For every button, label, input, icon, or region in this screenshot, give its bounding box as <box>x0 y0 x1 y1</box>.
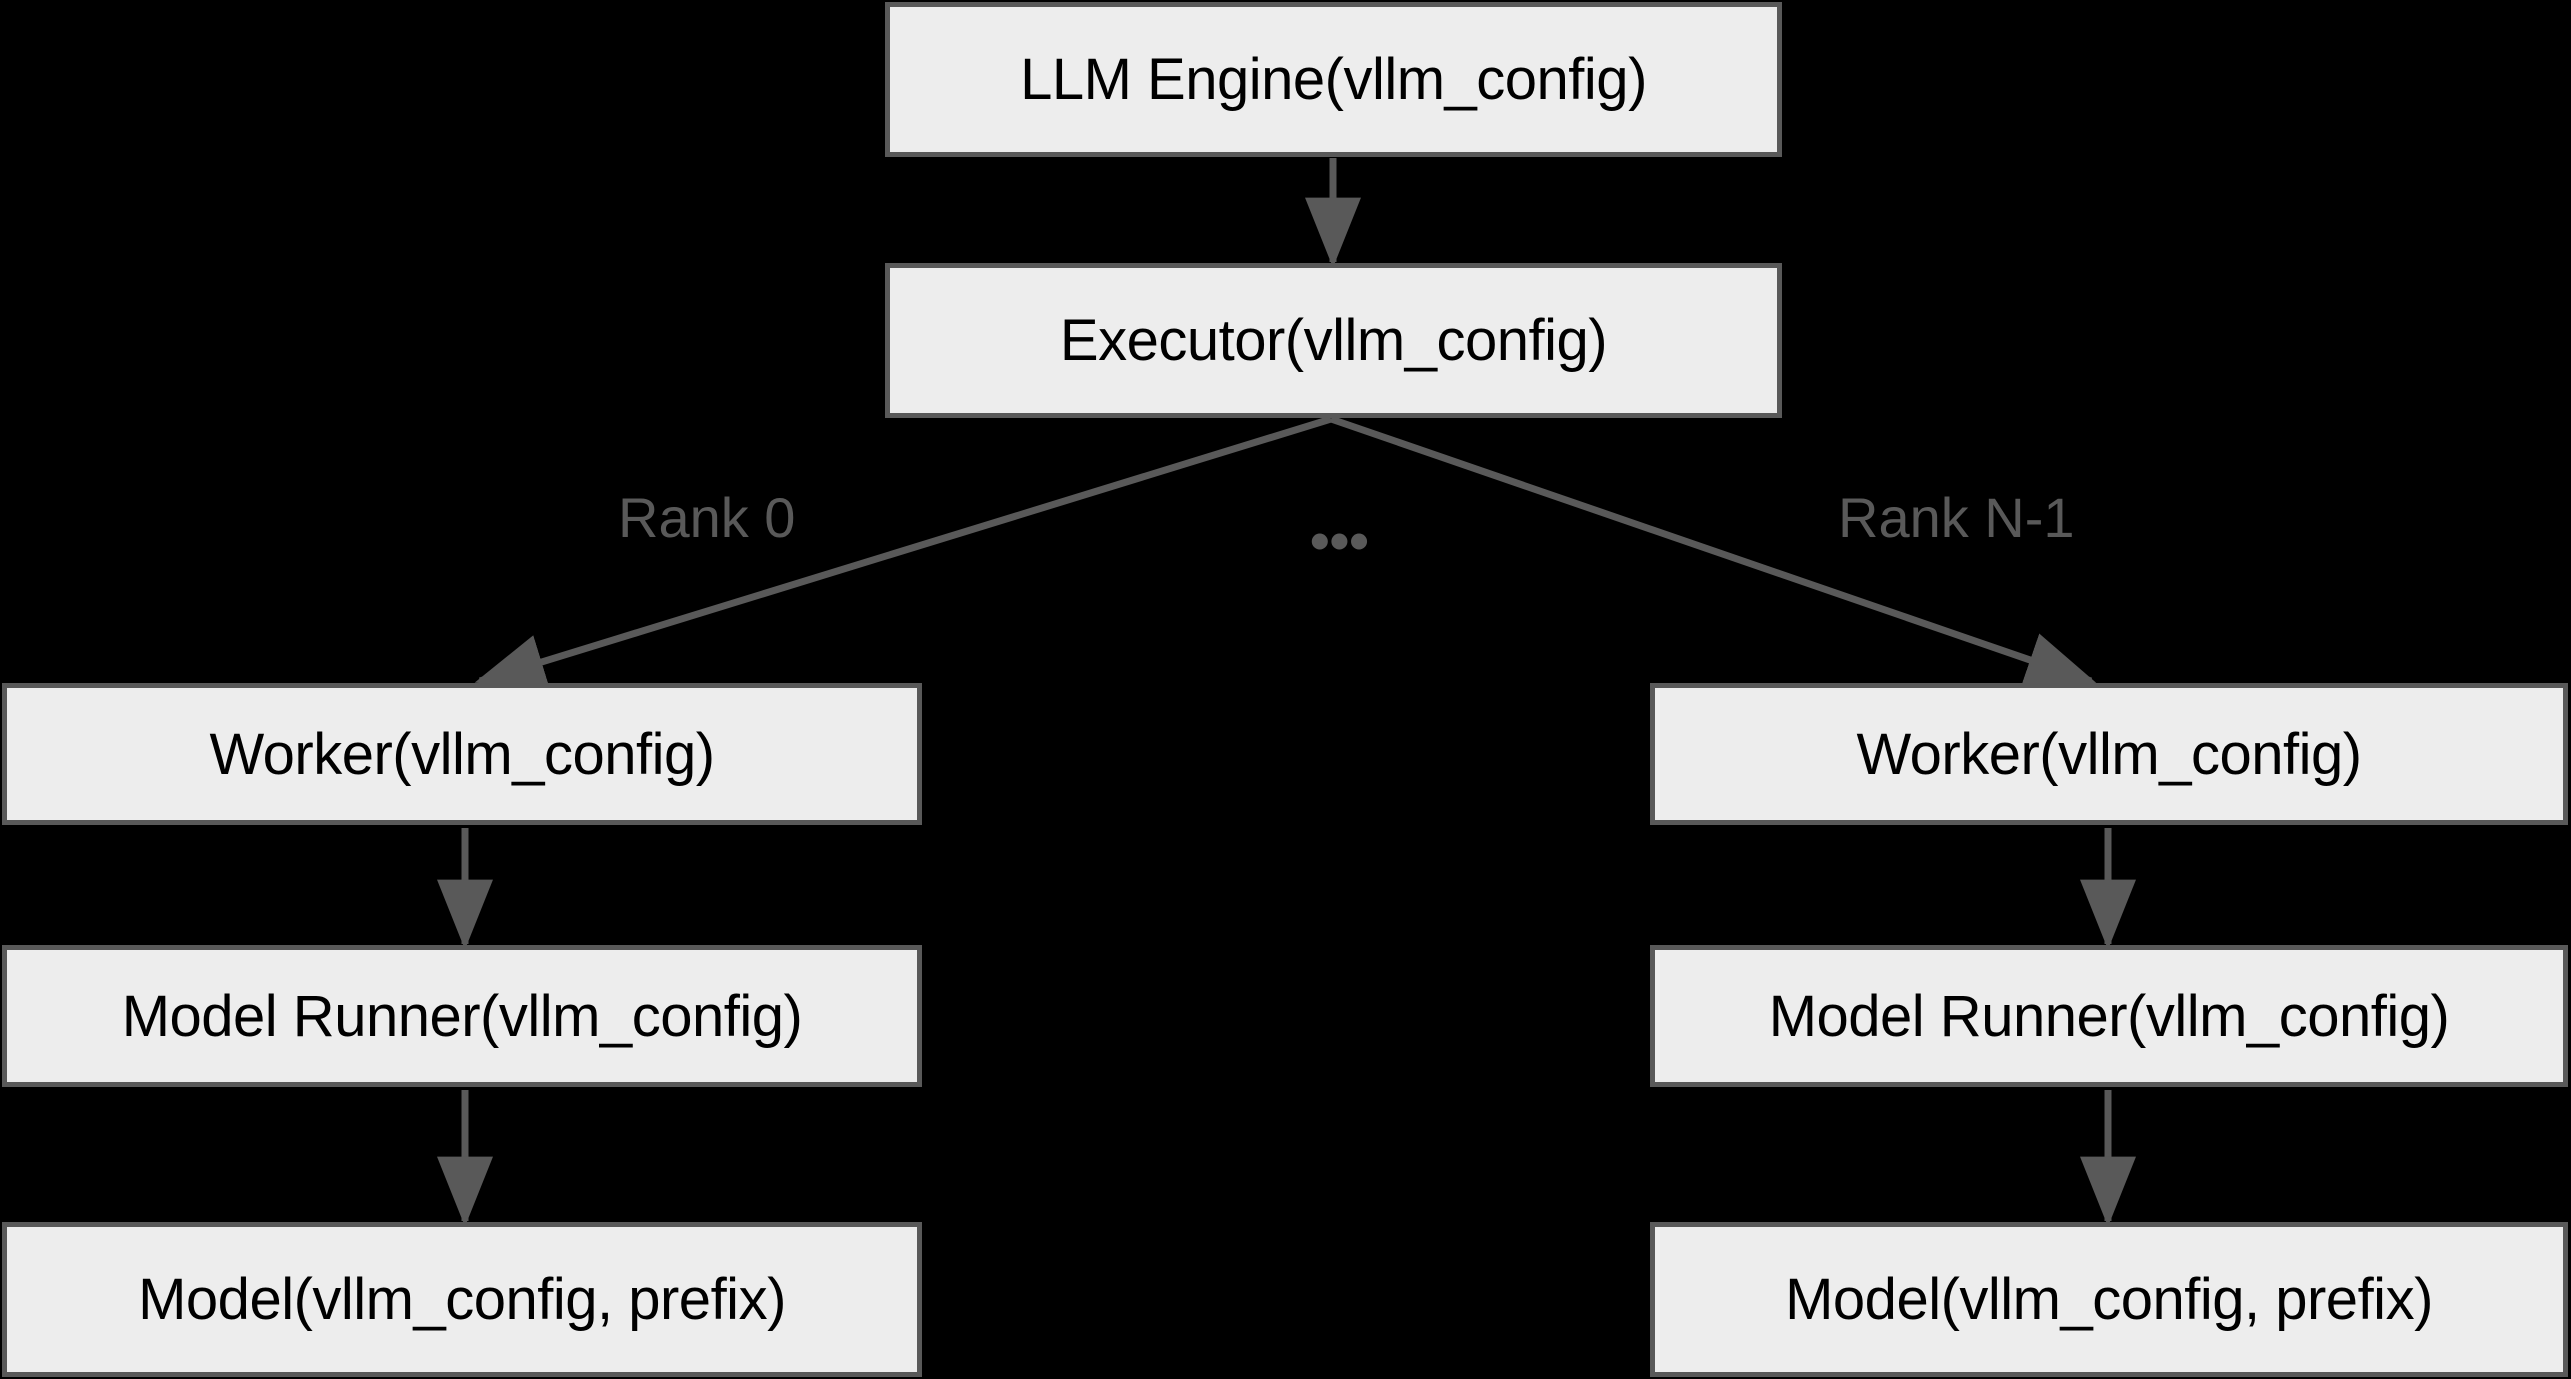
ellipsis-label: ••• <box>1310 509 1369 572</box>
edge-executor-to-worker-rank0 <box>474 415 1333 689</box>
node-executor[interactable]: Executor(vllm_config) <box>885 263 1782 418</box>
node-worker-rankn[interactable]: Worker(vllm_config) <box>1650 683 2568 825</box>
edge-executor-to-worker-rankn <box>1329 415 2097 687</box>
node-llm-engine[interactable]: LLM Engine(vllm_config) <box>885 2 1782 157</box>
node-model-rank0[interactable]: Model(vllm_config, prefix) <box>2 1222 922 1377</box>
node-model-rankn[interactable]: Model(vllm_config, prefix) <box>1650 1222 2568 1377</box>
edge-label-rank-n-1: Rank N-1 <box>1838 486 2075 549</box>
node-worker-rank0[interactable]: Worker(vllm_config) <box>2 683 922 825</box>
node-model-runner-rank0[interactable]: Model Runner(vllm_config) <box>2 945 922 1087</box>
edge-label-rank-0: Rank 0 <box>618 486 796 549</box>
node-model-runner-rankn[interactable]: Model Runner(vllm_config) <box>1650 945 2568 1087</box>
